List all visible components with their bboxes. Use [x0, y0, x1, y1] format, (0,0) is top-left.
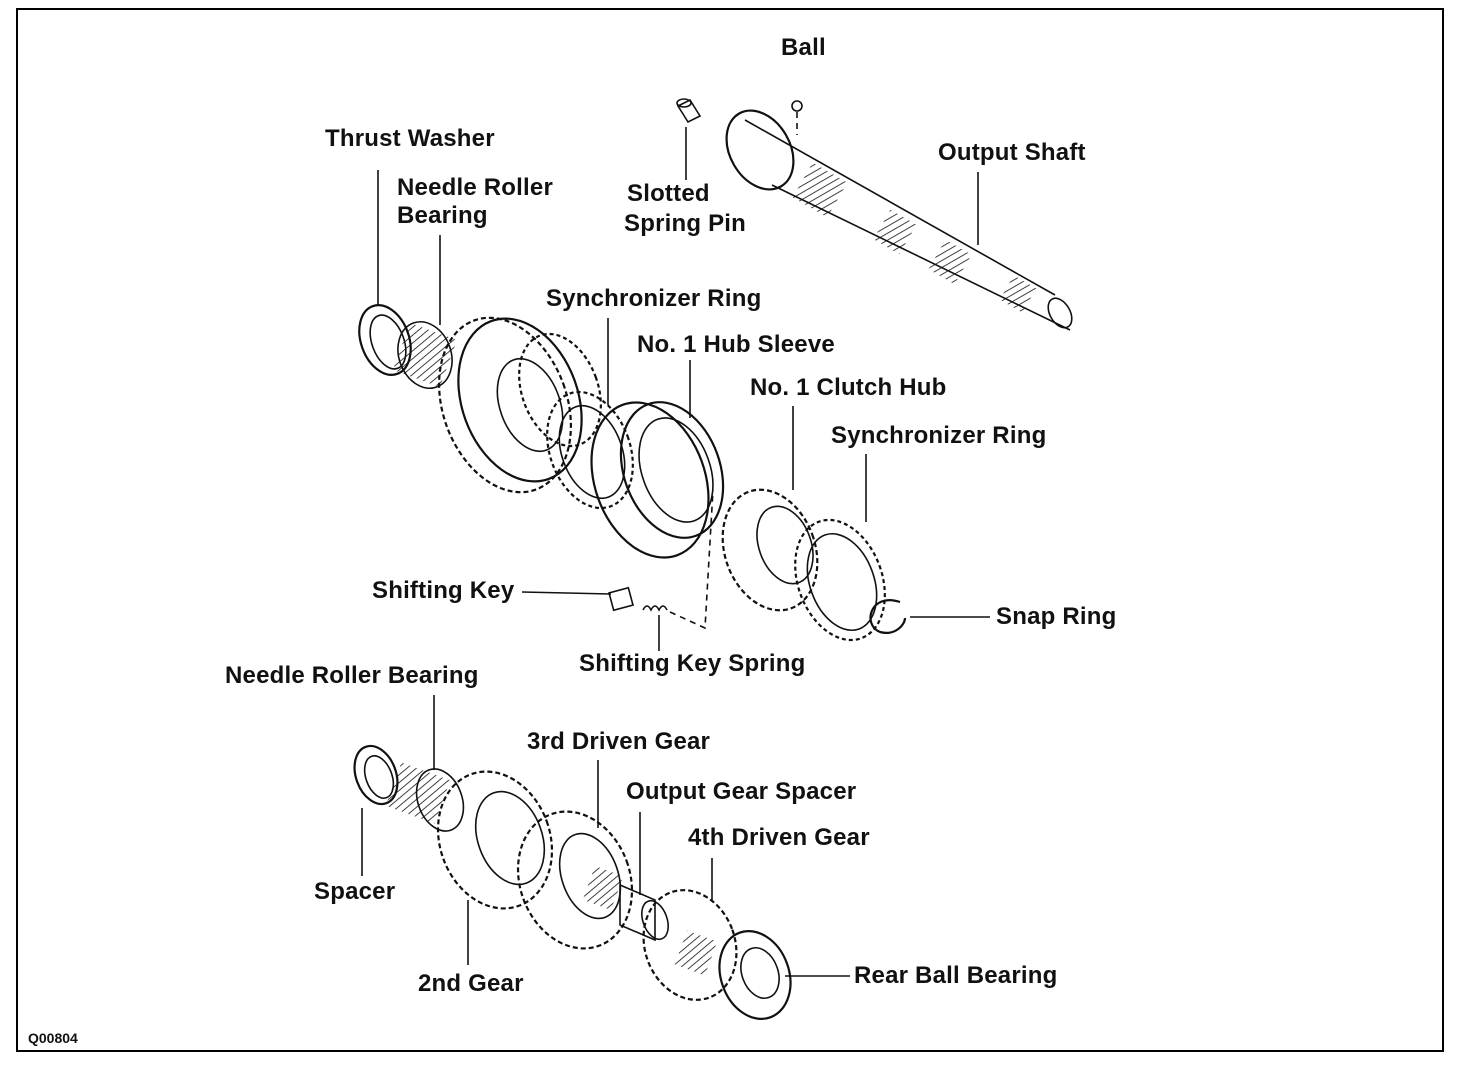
slotted-spring-pin-part: [676, 98, 702, 124]
needle-roller-bearing-bottom-part: [385, 762, 465, 832]
output-gear-spacer-part: [619, 883, 669, 942]
second-gear-part: [436, 770, 554, 910]
shaft-splines: [792, 162, 1037, 313]
label-output-shaft: Output Shaft: [938, 139, 1086, 166]
synchronizer-ring-2-part: [794, 518, 886, 642]
third-driven-gear-part: [516, 810, 634, 950]
label-needle-roller-bearing-top-line1: Needle Roller: [397, 174, 553, 201]
diagram-frame: [16, 8, 1444, 1052]
ball-part: [791, 100, 803, 135]
label-needle-roller-bearing-top-line2: Bearing: [397, 202, 488, 229]
label-output-gear-spacer: Output Gear Spacer: [626, 778, 857, 805]
label-shifting-key: Shifting Key: [372, 577, 515, 604]
hub-sleeve-part: [590, 401, 725, 559]
needle-roller-bearing-top-part: [392, 321, 458, 389]
shifting-key-part: [608, 586, 634, 612]
rear-ball-bearing-part: [718, 930, 792, 1020]
synchronizer-ring-1-part: [546, 390, 634, 510]
first-gear-part: [438, 316, 602, 494]
label-fourth-driven-gear: 4th Driven Gear: [688, 824, 870, 851]
clutch-hub-part: [721, 488, 819, 612]
label-no1-hub-sleeve: No. 1 Hub Sleeve: [637, 331, 835, 358]
label-snap-ring: Snap Ring: [996, 603, 1117, 630]
label-ball: Ball: [781, 34, 826, 61]
label-slotted-spring-pin-line1: Slotted: [627, 180, 710, 207]
output-shaft: [725, 109, 1073, 331]
label-synchronizer-ring-2: Synchronizer Ring: [831, 422, 1047, 449]
label-third-driven-gear: 3rd Driven Gear: [527, 728, 711, 755]
label-spacer: Spacer: [314, 878, 396, 905]
snap-ring-part: [869, 599, 907, 634]
shifting-key-spring-part: [642, 489, 714, 630]
label-thrust-washer: Thrust Washer: [325, 125, 495, 152]
figure-code: Q00804: [28, 1030, 78, 1046]
leader-lines: [361, 127, 990, 977]
label-no1-clutch-hub: No. 1 Clutch Hub: [750, 374, 947, 401]
label-synchronizer-ring-1: Synchronizer Ring: [546, 285, 762, 312]
label-needle-roller-bearing-bottom: Needle Roller Bearing: [225, 662, 479, 689]
label-slotted-spring-pin-line2: Spring Pin: [624, 210, 746, 237]
label-rear-ball-bearing: Rear Ball Bearing: [854, 962, 1058, 989]
spacer-part: [353, 744, 399, 806]
label-shifting-key-spring: Shifting Key Spring: [579, 650, 806, 677]
fourth-driven-gear-part: [642, 889, 738, 1001]
label-second-gear: 2nd Gear: [418, 970, 524, 997]
